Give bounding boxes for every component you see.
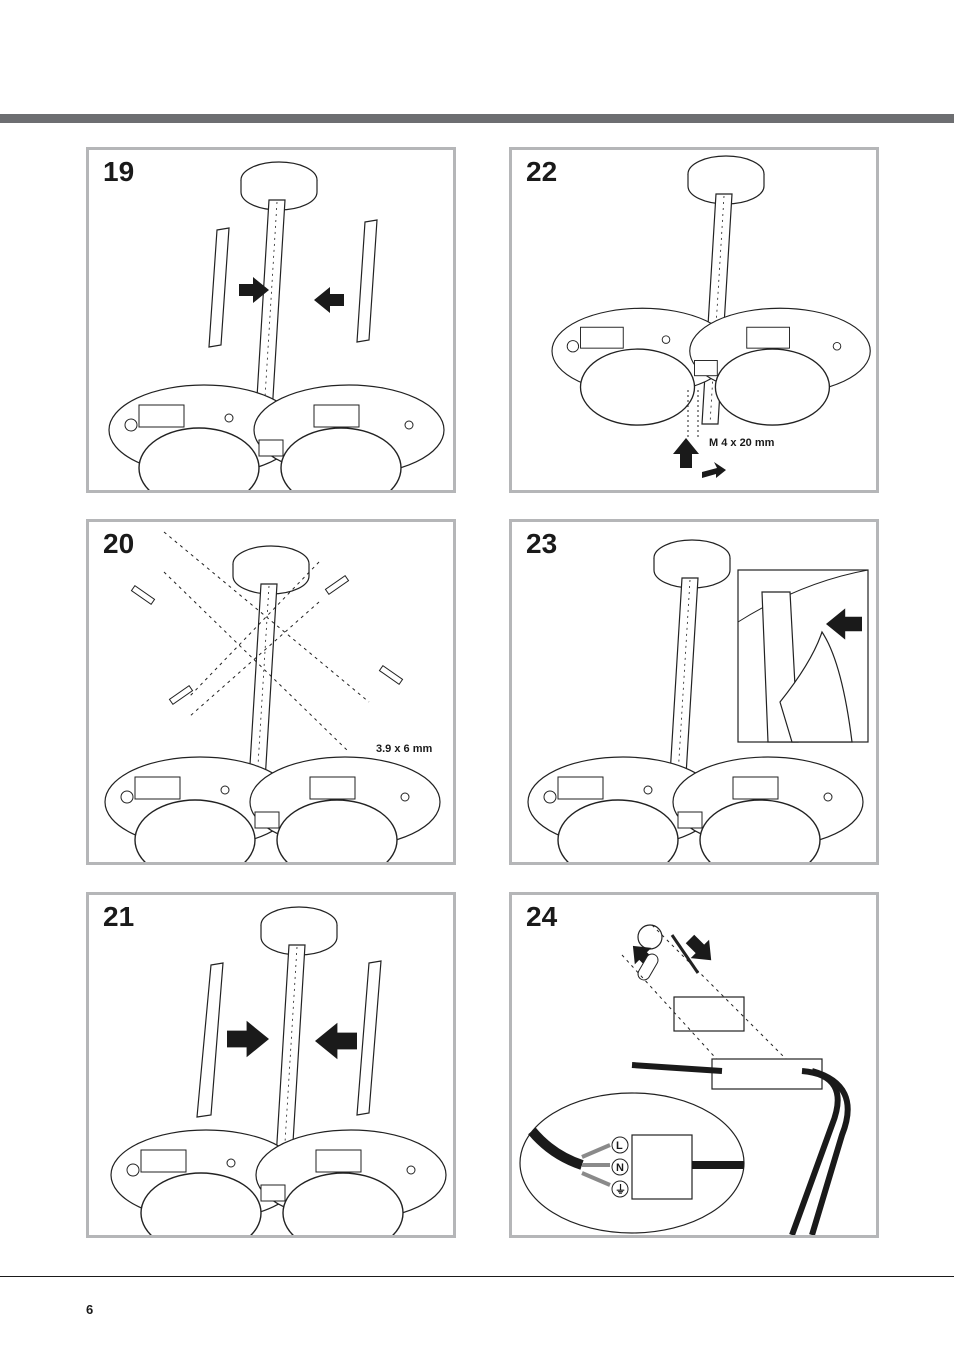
step-22-illustration: M 4 x 20 mm: [512, 150, 876, 490]
terminal-label-earth: ⏚: [615, 1183, 626, 1196]
header-bar: [0, 114, 954, 123]
step-24-illustration: L N ⏚: [512, 895, 876, 1235]
step-21-illustration: [89, 895, 453, 1235]
screw-spec-label: M 4 x 20 mm: [709, 437, 775, 449]
step-23-illustration: [512, 522, 876, 862]
cable-clamp: [674, 997, 744, 1031]
page-number: 6: [86, 1302, 93, 1317]
step-22-panel: 22 M 4 x 20 mm: [509, 147, 879, 493]
screw-spec-label: 3.9 x 6 mm: [376, 743, 432, 755]
terminal-screw-icon: [638, 925, 662, 949]
step-20-illustration: 3.9 x 6 mm: [89, 522, 453, 862]
terminal-block: [632, 1135, 692, 1199]
step-19-illustration: [89, 150, 453, 490]
step-24-panel: 24 L N ⏚: [509, 892, 879, 1238]
terminal-label-l: L: [616, 1140, 623, 1152]
step-20-panel: 20 3.9 x 6 mm: [86, 519, 456, 865]
step-23-panel: 23: [509, 519, 879, 865]
terminal-label-n: N: [616, 1162, 624, 1174]
step-21-panel: 21: [86, 892, 456, 1238]
step-19-panel: 19: [86, 147, 456, 493]
footer-rule: [0, 1276, 954, 1277]
